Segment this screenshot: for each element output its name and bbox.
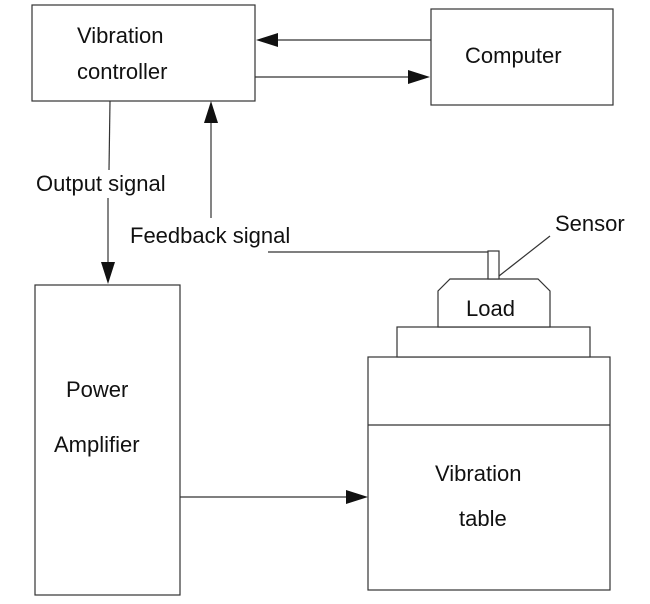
computer-to-controller-arrow <box>256 33 431 47</box>
output-signal-line-upper <box>108 100 111 171</box>
output-signal-arrow <box>101 100 115 284</box>
computer-label: Computer <box>465 43 562 68</box>
vibration-controller-label-line2: controller <box>77 59 167 84</box>
power-amplifier-label-line2: Amplifier <box>54 432 140 457</box>
feedback-signal-arrow <box>204 101 488 253</box>
sensor-block <box>487 250 500 280</box>
vibration-controller-box <box>31 4 256 102</box>
vibration-table-body <box>367 356 611 591</box>
amplifier-to-table-arrow <box>180 490 368 504</box>
amplifier-to-table-arrowhead <box>346 490 368 504</box>
power-amplifier-node: Power Amplifier <box>34 284 181 596</box>
load-node: Load <box>437 278 551 328</box>
sensor-node: Sensor <box>487 211 625 280</box>
sensor-label: Sensor <box>555 211 625 236</box>
power-amplifier-label-line1: Power <box>66 377 128 402</box>
output-signal-arrowhead <box>101 262 115 284</box>
feedback-signal-arrowhead <box>204 101 218 123</box>
vibration-table-label-line1: Vibration <box>435 461 521 486</box>
computer-box <box>430 8 614 106</box>
feedback-signal-label: Feedback signal <box>130 223 290 248</box>
computer-to-controller-arrowhead <box>256 33 278 47</box>
vibration-table-label-line2: table <box>459 506 507 531</box>
power-amplifier-box <box>34 284 181 596</box>
vibration-table-node: Vibration table <box>367 356 611 591</box>
load-shape <box>437 278 551 328</box>
load-label: Load <box>466 296 515 321</box>
controller-to-computer-arrow <box>255 70 430 84</box>
table-top-plate <box>396 326 591 358</box>
controller-to-computer-arrowhead <box>408 70 430 84</box>
vibration-controller-node: Vibration controller <box>31 4 256 102</box>
sensor-leader-line <box>498 235 551 277</box>
output-signal-label: Output signal <box>36 171 166 196</box>
computer-node: Computer <box>430 8 614 106</box>
vibration-controller-label-line1: Vibration <box>77 23 163 48</box>
